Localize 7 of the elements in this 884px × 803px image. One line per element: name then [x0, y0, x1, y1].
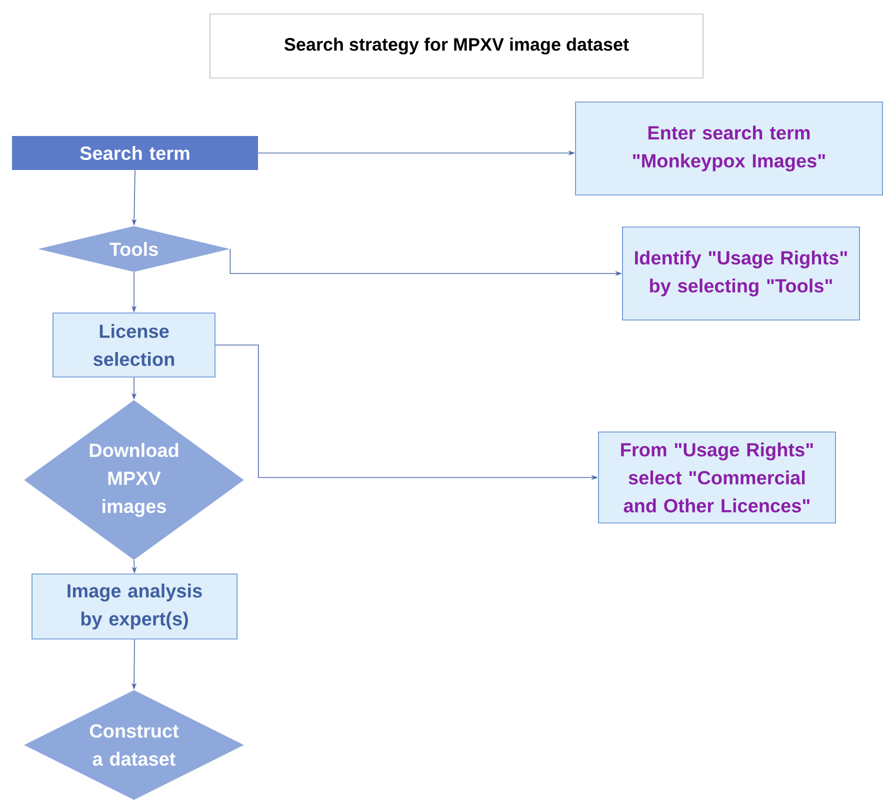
process-box: License selection — [52, 312, 216, 378]
note-box: From "Usage Rights" select "Commercial and Other Licences" — [598, 432, 836, 524]
process-box: Search term — [12, 136, 258, 170]
note-box: Identify "Usage Rights" by selecting "Tools" — [622, 226, 860, 320]
process-box: Image analysis by expert(s) — [32, 574, 238, 640]
title-box: Search strategy for MPXV image dataset — [210, 14, 704, 78]
note-box: Enter search term "Monkeypox Images" — [575, 102, 883, 196]
